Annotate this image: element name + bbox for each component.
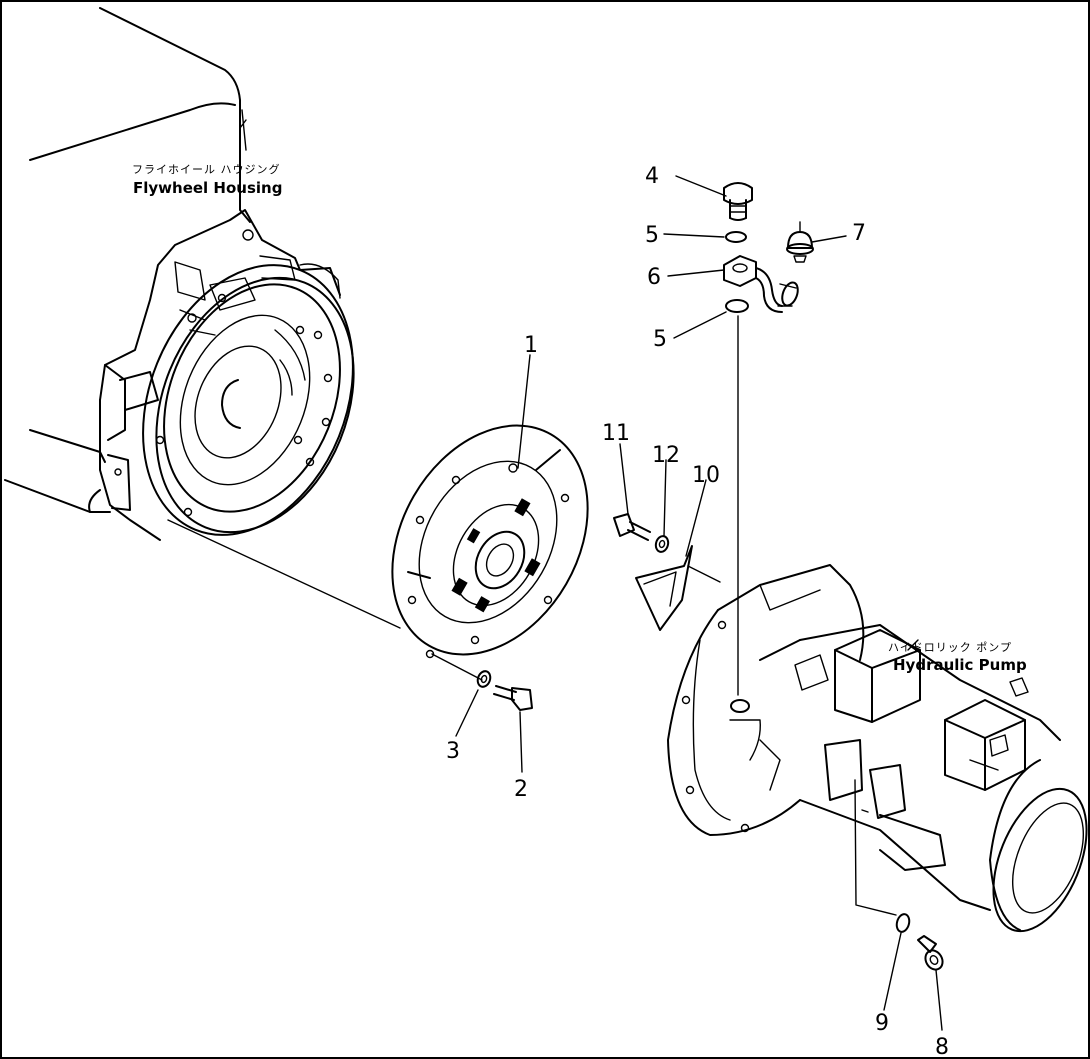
o-ring-5-upper: [725, 231, 747, 243]
callout-12: 12: [652, 443, 680, 468]
callout-leaders: [455, 175, 943, 1031]
callout-2: 2: [514, 777, 528, 802]
o-ring-9-drawing: [895, 913, 911, 933]
callout-1: 1: [524, 333, 538, 358]
elbow-6-drawing: [723, 255, 799, 313]
callout-10: 10: [692, 463, 720, 488]
callout-8: 8: [935, 1035, 949, 1059]
callout-5-upper: 5: [645, 223, 659, 248]
callout-11: 11: [602, 421, 630, 446]
plug-8-drawing: [917, 935, 944, 971]
cap-7-drawing: [786, 221, 814, 263]
flywheel-housing-label: Flywheel Housing: [133, 179, 282, 197]
callout-3: 3: [446, 739, 460, 764]
washer-12-drawing: [654, 535, 670, 553]
callout-7: 7: [852, 221, 866, 246]
callout-9: 9: [875, 1011, 889, 1036]
bolt-2-drawing: [493, 685, 533, 711]
hydraulic-pump-drawing: [667, 564, 1088, 933]
bolt-11-drawing: [613, 513, 651, 541]
hydraulic-pump-label: Hydraulic Pump: [893, 656, 1027, 674]
flywheel-housing-drawing: [4, 7, 401, 629]
plug-4-drawing: [723, 182, 753, 221]
flywheel-housing-label-jp: フライホイール ハウジング: [132, 162, 281, 176]
callout-5-lower: 5: [653, 327, 667, 352]
callout-4: 4: [645, 164, 659, 189]
o-ring-5-lower: [725, 299, 749, 313]
washer-3-drawing: [476, 670, 492, 688]
hydraulic-pump-label-jp: ハイドロリック ポンプ: [888, 641, 1012, 654]
damper-disc-drawing: [391, 424, 589, 681]
callout-6: 6: [647, 265, 661, 290]
bracket-10-drawing: [635, 545, 721, 631]
